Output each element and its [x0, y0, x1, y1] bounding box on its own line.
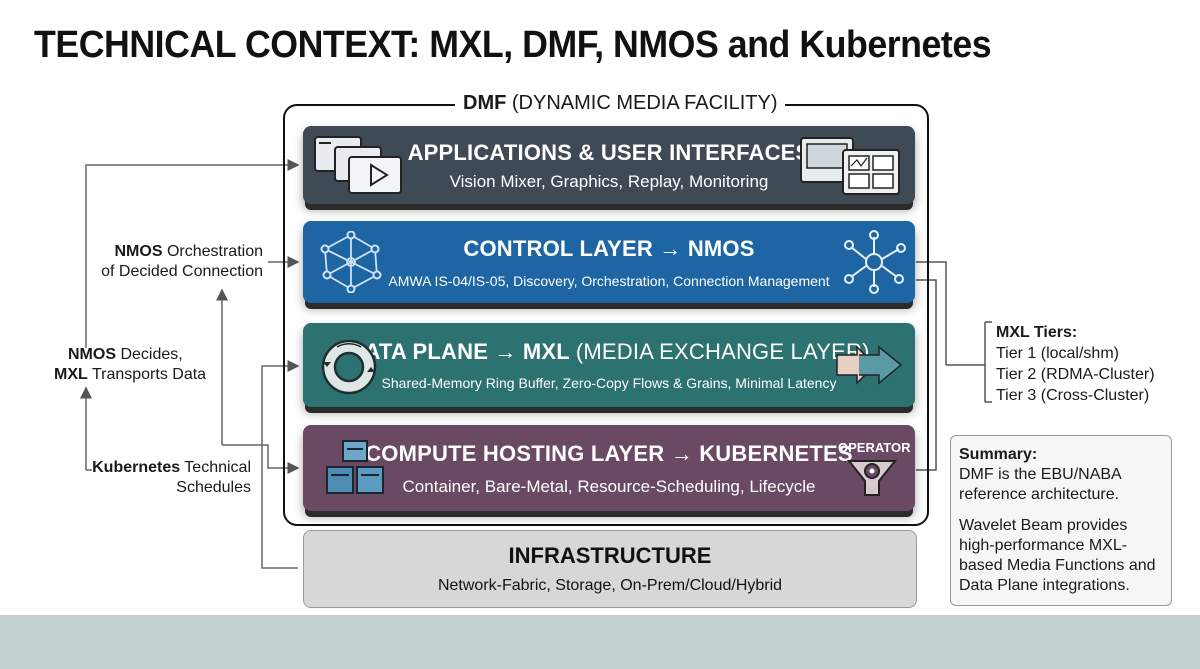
- compute-layer: COMPUTE HOSTING LAYER → KUBERNETES Conta…: [303, 425, 915, 511]
- nmos-decides-note: NMOS Decides, MXL Transports Data: [54, 345, 206, 385]
- control-subtitle: AMWA IS-04/IS-05, Discovery, Orchestrati…: [388, 273, 830, 289]
- hub-node-icon: [844, 230, 906, 294]
- monitor-dashboard-icon: [800, 137, 900, 195]
- operator-gear-icon: [846, 460, 898, 496]
- network-mesh-icon: [320, 231, 382, 293]
- arrow-to-dataplane: [261, 360, 300, 569]
- summary-paragraph-1: DMF is the EBU/NABA reference architectu…: [959, 466, 1121, 503]
- mxl-tier-2: Tier 2 (RDMA-Cluster): [996, 366, 1155, 383]
- nmos-orchestration-note: NMOS Orchestration of Decided Connection: [101, 242, 263, 282]
- k8s-line1: Technical: [184, 459, 251, 476]
- data-plane-title-rest: (MEDIA EXCHANGE LAYER): [575, 339, 870, 364]
- kubernetes-note: Kubernetes Technical Schedules: [92, 458, 251, 498]
- ring-buffer-icon: [321, 339, 377, 395]
- data-plane-subtitle: Shared-Memory Ring Buffer, Zero-Copy Flo…: [381, 375, 837, 391]
- infrastructure-title: INFRASTRUCTURE: [508, 543, 712, 568]
- control-title: CONTROL LAYER → NMOS: [463, 236, 755, 261]
- mxl-tiers-heading: MXL Tiers:: [996, 324, 1078, 341]
- page-title: TECHNICAL CONTEXT: MXL, DMF, NMOS and Ku…: [34, 24, 992, 66]
- mxl-tiers: MXL Tiers: Tier 1 (local/shm) Tier 2 (RD…: [996, 322, 1155, 406]
- dmf-abbr: DMF: [463, 92, 507, 114]
- nmos-decides-line1: Decides,: [120, 346, 183, 363]
- summary-heading: Summary:: [959, 446, 1038, 463]
- k8s-line2: Schedules: [176, 479, 251, 496]
- mxl-tier-3: Tier 3 (Cross-Cluster): [996, 387, 1150, 404]
- double-arrow-icon: [836, 345, 903, 385]
- data-plane-title: DATA PLANE → MXL (MEDIA EXCHANGE LAYER): [303, 339, 915, 365]
- dmf-full: (DYNAMIC MEDIA FACILITY): [511, 92, 778, 114]
- dmf-label: DMF (DYNAMIC MEDIA FACILITY): [455, 92, 786, 115]
- nmos-decides-bold: NMOS: [68, 346, 116, 363]
- summary-box: Summary: DMF is the EBU/NABA reference a…: [950, 435, 1172, 606]
- infrastructure-layer: INFRASTRUCTURE Network-Fabric, Storage, …: [303, 530, 917, 608]
- applications-subtitle: Vision Mixer, Graphics, Replay, Monitori…: [449, 172, 769, 191]
- k8s-bold: Kubernetes: [92, 459, 181, 476]
- nmos-orch-line2: of Decided Connection: [101, 263, 263, 280]
- arrow-to-applications: [85, 159, 300, 348]
- data-plane-title-bold: DATA PLANE → MXL: [348, 339, 570, 364]
- mxl-transports-bold: MXL: [54, 366, 88, 383]
- infrastructure-subtitle: Network-Fabric, Storage, On-Prem/Cloud/H…: [437, 577, 783, 594]
- control-layer: CONTROL LAYER → NMOS AMWA IS-04/IS-05, D…: [303, 221, 915, 303]
- mxl-transports-line2: Transports Data: [91, 366, 207, 383]
- compute-title: COMPUTE HOSTING LAYER → KUBERNETES: [365, 441, 853, 466]
- nmos-orch-line1: Orchestration: [166, 243, 263, 260]
- summary-paragraph-2: Wavelet Beam provides high-performance M…: [959, 517, 1156, 594]
- compute-subtitle: Container, Bare-Metal, Resource-Scheduli…: [402, 477, 816, 496]
- applications-title: APPLICATIONS & USER INTERFACES: [407, 140, 811, 165]
- windows-icon: [314, 136, 402, 194]
- mxl-tier-1: Tier 1 (local/shm): [996, 345, 1119, 362]
- nmos-orch-bold: NMOS: [114, 243, 163, 260]
- cubes-icon: [326, 440, 384, 494]
- bottom-band: [0, 615, 1200, 669]
- operator-badge: OPERATOR: [838, 440, 911, 455]
- applications-layer: APPLICATIONS & USER INTERFACES Vision Mi…: [303, 126, 915, 204]
- data-plane-layer: DATA PLANE → MXL (MEDIA EXCHANGE LAYER) …: [303, 323, 915, 407]
